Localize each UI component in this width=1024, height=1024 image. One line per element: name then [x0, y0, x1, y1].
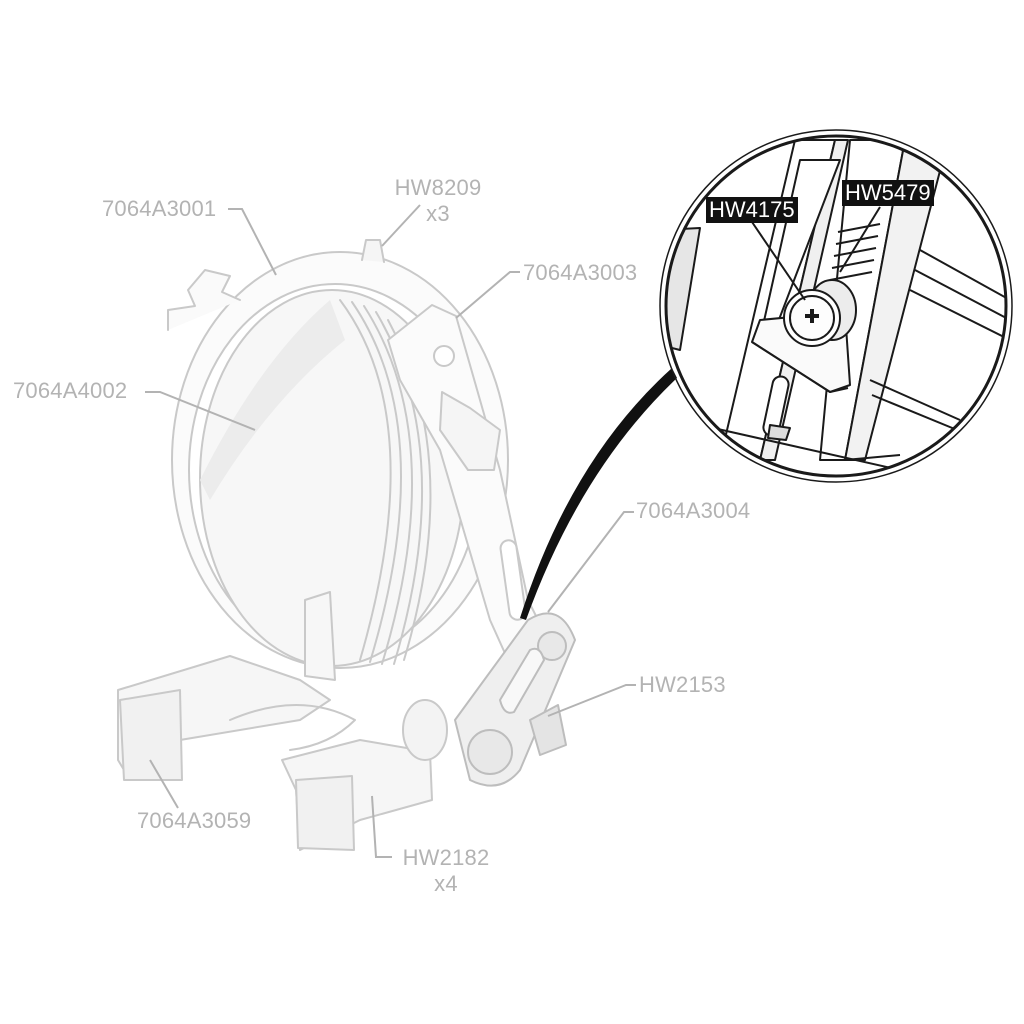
strap-lower-pin: [467, 729, 513, 775]
label-7064A3003: 7064A3003: [523, 260, 638, 285]
label-HW8209-qty: x3: [426, 201, 450, 226]
pivot-hub: [402, 699, 448, 761]
strap-upper-pin: [537, 631, 567, 661]
tag-HW4175: HW4175: [706, 197, 798, 223]
top-left-tab: [167, 269, 241, 331]
highlight-parts: [454, 612, 576, 787]
leader-HW5479: [839, 206, 881, 273]
label-7064A3001: 7064A3001: [102, 196, 217, 221]
knob-HW2153: [529, 704, 567, 756]
leader-lines: [145, 204, 636, 858]
label-7064A3004: 7064A3004: [636, 498, 751, 523]
base-arc: [229, 704, 356, 751]
label-7064A3059: 7064A3059: [137, 808, 252, 833]
plate-slot: [499, 539, 527, 621]
leader-7064A3003: [455, 271, 520, 319]
label-HW8209-part: HW8209: [394, 175, 482, 200]
detail-connector: [520, 368, 677, 620]
detail-view: [659, 129, 1013, 483]
plate-hole: [433, 345, 455, 367]
filter-shade: [200, 300, 345, 500]
label-HW2182: HW2182 x4: [394, 845, 498, 897]
strap-slot: [499, 647, 545, 714]
leader-HW4175: [751, 221, 806, 301]
leader-7064A3001: [228, 208, 277, 276]
label-HW8209: HW8209 x3: [388, 175, 488, 227]
tag-HW5479: HW5479: [842, 180, 934, 206]
base-notch: [304, 591, 336, 681]
label-HW2182-part: HW2182: [402, 845, 490, 870]
top-screw-tab: [361, 239, 385, 263]
label-HW2153: HW2153: [639, 672, 726, 697]
leader-7064A3004: [547, 511, 634, 613]
ghost-assembly: [117, 239, 549, 851]
base-left-block: [119, 689, 183, 781]
leader-7064A3059: [149, 759, 179, 809]
plate-clip: [439, 391, 501, 471]
base-right-block: [295, 775, 355, 851]
leader-HW8209: [381, 204, 421, 247]
leader-7064A4002: [145, 391, 256, 431]
label-7064A4002: 7064A4002: [13, 378, 128, 403]
screw-cross: [805, 309, 819, 323]
label-HW2182-qty: x4: [434, 871, 458, 896]
base-left: [117, 655, 331, 781]
leader-HW2182: [371, 795, 392, 858]
detail-circle-ring: [664, 134, 1008, 478]
leader-HW2153: [547, 684, 636, 717]
